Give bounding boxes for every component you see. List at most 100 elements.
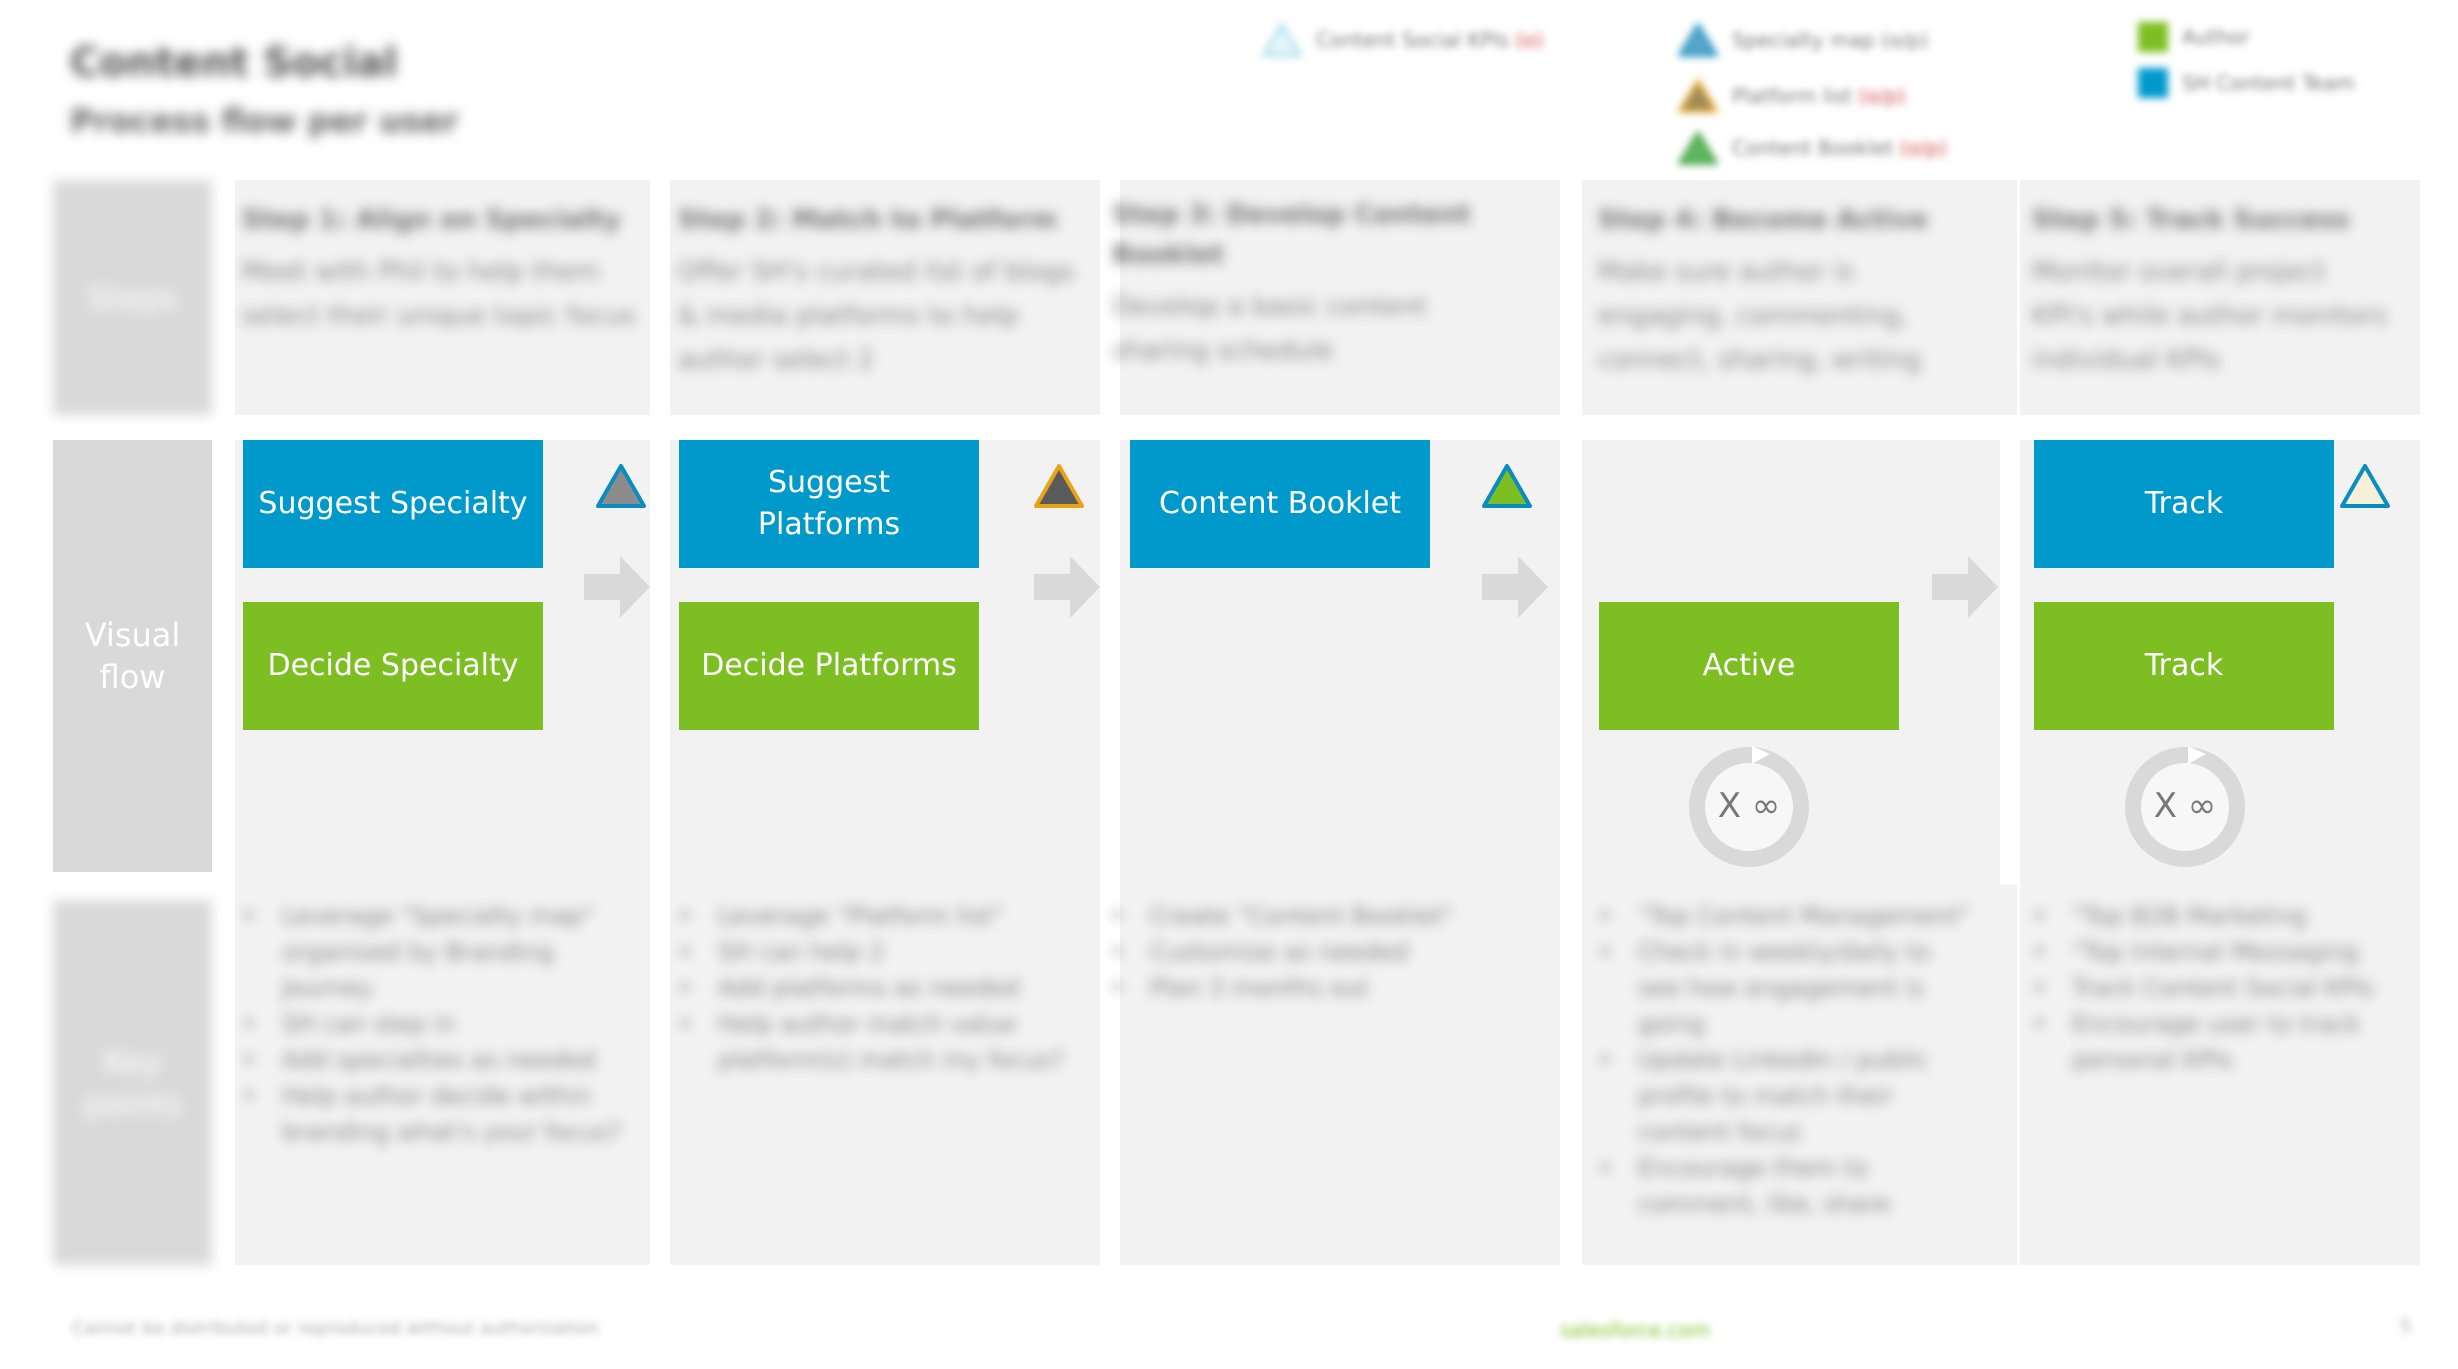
- list-item: •Help author match value platform(s) mat…: [678, 1006, 1088, 1078]
- bullet-text: Update LinkedIn / public profile to matc…: [1638, 1046, 1929, 1146]
- bullet-text: Add platforms as needed: [718, 974, 1020, 1002]
- step-2-bullets: •Leverage "Platform list" •SH can help 2…: [678, 898, 1088, 1078]
- triangle-blue-icon: [1678, 22, 1718, 57]
- legend-suffix: (o/p): [1899, 136, 1948, 160]
- divider: [650, 415, 670, 885]
- list-item: •Add specialties as needed: [242, 1042, 632, 1078]
- legend-item-sh-content-team: SH Content Team: [2138, 68, 2355, 98]
- legend-item-author: Author: [2138, 22, 2249, 52]
- bullet-text: Check in weekly/daily to see how engagem…: [1638, 938, 1931, 1038]
- triangle-green-icon: [1678, 130, 1718, 165]
- step-5-header: Step 5: Track Success Monitor overall pr…: [2032, 200, 2392, 382]
- list-item: •"Top B2B Marketing: [2032, 898, 2392, 934]
- content-booklet-box: Content Booklet: [1130, 440, 1430, 568]
- step-heading: Step 2: Match to Platform: [678, 205, 1058, 235]
- bullet-text: Help author match value platform(s) matc…: [718, 1010, 1065, 1074]
- step-description: Make sure author is engaging, commenting…: [1598, 257, 1922, 375]
- list-item: •SH can help 2: [678, 934, 1088, 970]
- page-title: Content Social: [70, 40, 398, 86]
- step-heading: Step 1: Align on Specialty: [242, 205, 621, 235]
- list-item: •Encourage user to track personal KPIs: [2032, 1006, 2392, 1078]
- column-panel-step-3: [1120, 180, 1560, 1265]
- step-description: Meet with Phil to help them select their…: [242, 257, 636, 331]
- bullet-text: Help author decide within branding what'…: [282, 1082, 622, 1146]
- legend-label: SH Content Team: [2182, 71, 2355, 95]
- divider: [1560, 415, 1582, 885]
- loop-icon: X ∞: [1684, 742, 1814, 872]
- triangle-outline-icon: [1262, 22, 1302, 57]
- legend-suffix: (o): [1515, 28, 1544, 52]
- step-4-header: Step 4: Become Active Make sure author i…: [1598, 200, 1958, 382]
- bullet-text: Create "Content Booklet": [1150, 902, 1454, 930]
- list-item: •Update LinkedIn / public profile to mat…: [1598, 1042, 1978, 1150]
- step-5-bullets: •"Top B2B Marketing •"Top Internal Messa…: [2032, 898, 2392, 1078]
- divider: [235, 415, 2435, 440]
- row-label-steps: Steps: [53, 180, 212, 415]
- legend-item-kpis: Content Social KPIs (o): [1262, 22, 1543, 58]
- square-blue-icon: [2138, 68, 2168, 98]
- arrow-right-icon: [1034, 556, 1100, 618]
- bullet-text: Track Content Social KPIs: [2072, 974, 2375, 1002]
- step-description: Develop a basic content sharing schedule: [1112, 292, 1427, 366]
- bullet-text: "Top B2B Marketing: [2072, 902, 2307, 930]
- list-item: •SH can step in: [242, 1006, 632, 1042]
- loop-label: X ∞: [1717, 786, 1781, 826]
- step-1-bullets: •Leverage "Specialty map" organised by B…: [242, 898, 632, 1150]
- list-item: •Track Content Social KPIs: [2032, 970, 2392, 1006]
- step-heading: Step 5: Track Success: [2032, 205, 2350, 235]
- legend-label: Specialty map (o/p): [1732, 28, 1929, 52]
- loop-label: X ∞: [2153, 786, 2217, 826]
- row-label-visual-flow-text: Visual flow: [84, 616, 181, 696]
- list-item: •"Top Internal Messaging: [2032, 934, 2392, 970]
- list-item: •Leverage "Platform list": [678, 898, 1088, 934]
- legend-item-content-booklet: Content Booklet (o/p): [1678, 130, 1947, 166]
- step-heading: Step 4: Become Active: [1598, 205, 1928, 235]
- row-label-visual-flow: Visual flow: [53, 440, 212, 872]
- step-description: Monitor overall project KPI's while auth…: [2032, 257, 2388, 375]
- legend-label: Platform list: [1732, 84, 1853, 108]
- bullet-text: Plan 3 months out: [1150, 974, 1369, 1002]
- legend-item-platform-list: Platform list (o/p): [1678, 78, 1906, 114]
- step-heading: Step 3: Develop Content Booklet: [1112, 200, 1471, 270]
- list-item: •Leverage "Specialty map" organised by B…: [242, 898, 632, 1006]
- triangle-orange-icon: [1034, 464, 1084, 508]
- page-number: 5: [2400, 1316, 2412, 1337]
- legend-label: Author: [2182, 25, 2250, 49]
- track-box-blue: Track: [2034, 440, 2334, 568]
- bullet-text: Add specialties as needed: [282, 1046, 596, 1074]
- bullet-text: "Top Content Management": [1638, 902, 1970, 930]
- list-item: •Add platforms as needed: [678, 970, 1088, 1006]
- list-item: •"Top Content Management": [1598, 898, 1978, 934]
- arrow-right-icon: [1482, 556, 1548, 618]
- list-item: •Check in weekly/daily to see how engage…: [1598, 934, 1978, 1042]
- list-item: •Encourage them to comment, like, share: [1598, 1150, 1978, 1222]
- legend-suffix: (o/p): [1858, 84, 1906, 108]
- bullet-text: Encourage user to track personal KPIs: [2072, 1010, 2361, 1074]
- legend-label: Content Social KPIs: [1316, 28, 1510, 52]
- step-3-header: Step 3: Develop Content Booklet Develop …: [1112, 195, 1472, 373]
- step-4-bullets: •"Top Content Management" •Check in week…: [1598, 898, 1978, 1222]
- bullet-text: SH can help 2: [718, 938, 885, 966]
- step-1-header: Step 1: Align on Specialty Meet with Phi…: [242, 200, 642, 338]
- decide-platforms-box: Decide Platforms: [679, 602, 979, 730]
- suggest-specialty-box: Suggest Specialty: [243, 440, 543, 568]
- arrow-right-icon: [1932, 556, 1998, 618]
- triangle-orange-icon: [1678, 78, 1718, 113]
- divider: [2000, 415, 2020, 885]
- bullet-text: Leverage "Specialty map" organised by Br…: [282, 902, 594, 1002]
- active-box: Active: [1599, 602, 1899, 730]
- list-item: •Plan 3 months out: [1110, 970, 1510, 1006]
- arrow-right-icon: [584, 556, 650, 618]
- step-3-bullets: •Create "Content Booklet" •Customize as …: [1110, 898, 1510, 1006]
- legend-label: Content Booklet: [1732, 136, 1894, 160]
- footer-brand: salesforce.com: [1560, 1318, 1711, 1342]
- suggest-platforms-box: Suggest Platforms: [679, 440, 979, 568]
- divider: [1100, 415, 1120, 885]
- list-item: •Help author decide within branding what…: [242, 1078, 632, 1150]
- decide-specialty-box: Decide Specialty: [243, 602, 543, 730]
- triangle-blue-icon: [596, 464, 646, 508]
- suggest-platforms-label: Suggest Platforms: [757, 465, 901, 542]
- triangle-outline-icon: [2340, 464, 2390, 508]
- loop-icon: X ∞: [2120, 742, 2250, 872]
- step-2-header: Step 2: Match to Platform Offer SH's cur…: [678, 200, 1088, 382]
